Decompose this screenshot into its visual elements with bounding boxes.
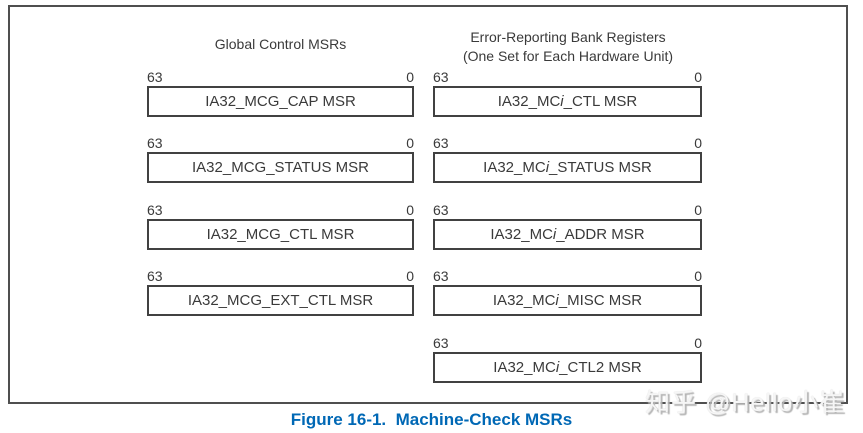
- register-label-suffix: _CTL MSR: [563, 93, 638, 110]
- register-box-mcg-ctl: IA32_MCG_CTL MSR: [147, 219, 414, 250]
- bit-range-labels: 63 0: [433, 201, 702, 218]
- register-label-index: i: [560, 93, 564, 110]
- figure-caption: Figure 16-1. Machine-Check MSRs: [290, 410, 573, 429]
- right-column-header: Error-Reporting Bank Registers (One Set …: [433, 28, 703, 66]
- register-label-index: i: [552, 226, 557, 243]
- diagram-border: [8, 5, 848, 404]
- bit-low-label: 0: [694, 268, 702, 284]
- left-column-header: Global Control MSRs: [147, 35, 414, 54]
- bit-range-labels: 63 0: [147, 201, 414, 218]
- bit-high-label: 63: [147, 202, 163, 218]
- bit-low-label: 0: [406, 69, 414, 85]
- register-label: IA32_MCG_STATUS MSR: [192, 159, 369, 176]
- register-label: IA32_MC: [490, 226, 553, 243]
- bit-high-label: 63: [147, 268, 163, 284]
- register-label-suffix: _ADDR MSR: [556, 226, 645, 243]
- bit-high-label: 63: [433, 268, 449, 284]
- register-label-index: i: [555, 292, 559, 309]
- register-label: IA32_MCG_CAP MSR: [205, 93, 356, 110]
- register-box-mcg-cap: IA32_MCG_CAP MSR: [147, 86, 414, 117]
- bit-high-label: 63: [147, 135, 163, 151]
- bit-range-labels: 63 0: [147, 134, 414, 151]
- register-row-mcg-ctl: 63 0 IA32_MCG_CTL MSR: [147, 201, 414, 250]
- register-row-mcg-status: 63 0 IA32_MCG_STATUS MSR: [147, 134, 414, 183]
- bit-range-labels: 63 0: [147, 267, 414, 284]
- bit-high-label: 63: [147, 69, 163, 85]
- register-label: IA32_MC: [492, 292, 556, 309]
- register-label: IA32_MC: [497, 93, 561, 110]
- bit-low-label: 0: [406, 202, 414, 218]
- register-label: IA32_MC: [483, 159, 546, 176]
- register-label-suffix: _CTL2 MSR: [559, 359, 642, 376]
- bit-high-label: 63: [433, 69, 449, 85]
- bit-low-label: 0: [694, 202, 702, 218]
- register-row-mcg-ext-ctl: 63 0 IA32_MCG_EXT_CTL MSR: [147, 267, 414, 316]
- register-label: IA32_MC: [493, 359, 556, 376]
- bit-range-labels: 63 0: [433, 267, 702, 284]
- bit-range-labels: 63 0: [147, 68, 414, 85]
- register-label-index: i: [555, 359, 560, 376]
- bit-low-label: 0: [694, 335, 702, 351]
- register-label-suffix: _MISC MSR: [558, 292, 643, 309]
- register-box-mcg-status: IA32_MCG_STATUS MSR: [147, 152, 414, 183]
- bit-high-label: 63: [433, 335, 449, 351]
- register-label: IA32_MCG_CTL MSR: [206, 226, 355, 243]
- register-label-index: i: [545, 159, 550, 176]
- bit-low-label: 0: [406, 135, 414, 151]
- register-label-suffix: _STATUS MSR: [549, 159, 652, 176]
- register-row-mcg-cap: 63 0 IA32_MCG_CAP MSR: [147, 68, 414, 117]
- bit-range-labels: 63 0: [433, 134, 702, 151]
- bit-low-label: 0: [694, 135, 702, 151]
- register-label: IA32_MCG_EXT_CTL MSR: [187, 292, 374, 309]
- bit-low-label: 0: [406, 268, 414, 284]
- bit-low-label: 0: [694, 69, 702, 85]
- register-box-mcg-ext-ctl: IA32_MCG_EXT_CTL MSR: [147, 285, 414, 316]
- bit-range-labels: 63 0: [433, 334, 702, 351]
- bit-high-label: 63: [433, 202, 449, 218]
- right-column-header-line1: Error-Reporting Bank Registers: [470, 29, 666, 45]
- bit-high-label: 63: [433, 135, 449, 151]
- left-column-header-line: Global Control MSRs: [214, 36, 347, 52]
- zhihu-watermark: 知乎 @Hello小崔: [645, 389, 846, 417]
- bit-range-labels: 63 0: [433, 68, 702, 85]
- right-column-header-line2: (One Set for Each Hardware Unit): [462, 48, 674, 64]
